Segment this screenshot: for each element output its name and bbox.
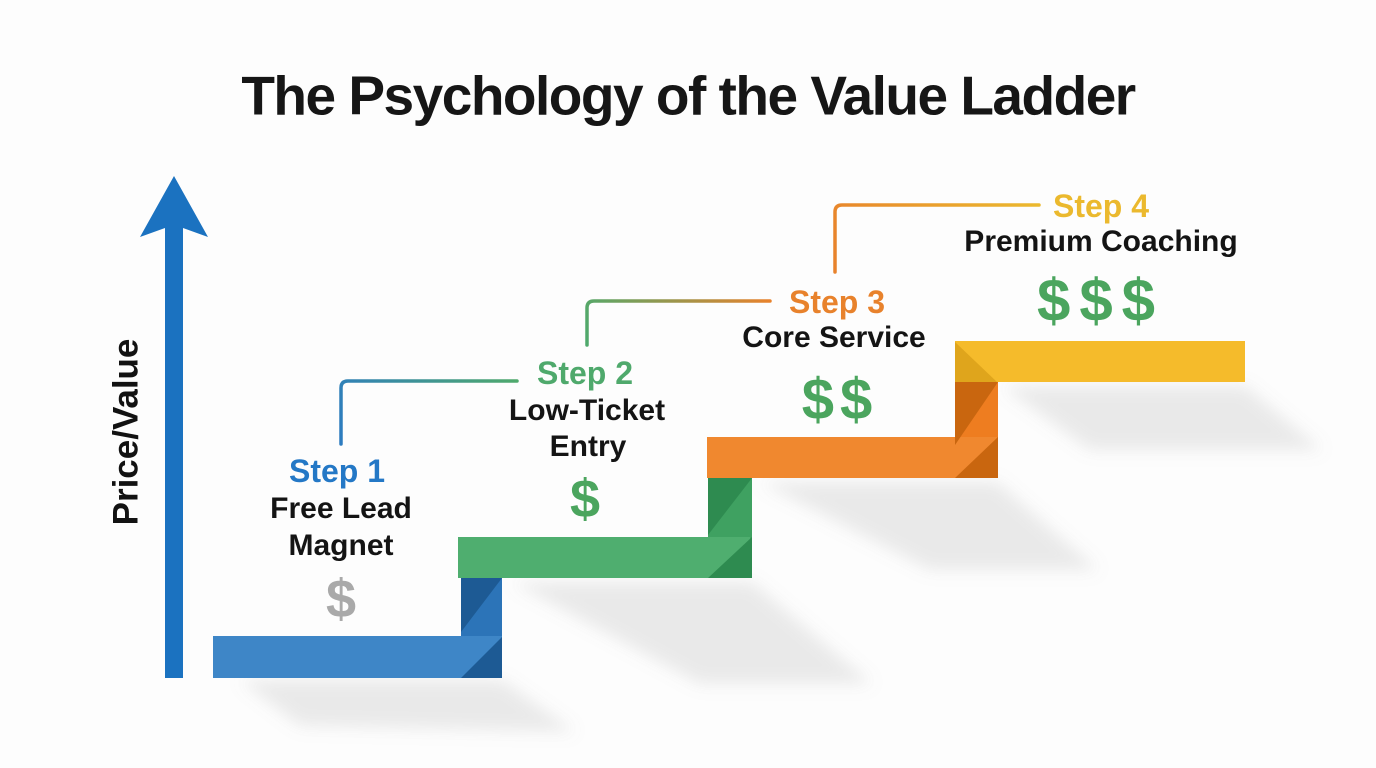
- step-1-top-fold: [461, 578, 502, 632]
- step-2-name-line-2: Entry: [549, 430, 627, 463]
- step-3-shadow: [760, 482, 1098, 570]
- step-3-price: $$: [801, 367, 879, 432]
- step-3-shape: [707, 382, 998, 478]
- step-4-shadow: [1002, 386, 1322, 450]
- price-value-arrow: [140, 176, 208, 678]
- step-4-left-fold: [955, 342, 997, 382]
- step-2-bottom-fold: [708, 537, 752, 578]
- step-3-label: Step 3: [788, 284, 886, 320]
- step-1-name-line-1: Free Lead: [270, 492, 412, 525]
- step-4-price: $$$: [1036, 267, 1165, 334]
- step-1-label: Step 1: [288, 453, 386, 489]
- step-1-name-line-2: Magnet: [288, 529, 394, 562]
- step-1-shape: [213, 578, 502, 678]
- step-4-label: Step 4: [1052, 188, 1150, 224]
- connector-step2-step3: [585, 299, 772, 347]
- page-title: The Psychology of the Value Ladder: [241, 64, 1136, 127]
- step-1-bottom-fold: [461, 637, 502, 678]
- step-1-shadow: [240, 680, 575, 732]
- step-2-top-fold: [708, 478, 752, 535]
- step-3-name-line-1: Core Service: [742, 321, 926, 354]
- step-3-bottom-fold: [955, 437, 998, 478]
- step-2-price: $: [569, 469, 601, 529]
- step-2-name-line-1: Low-Ticket: [508, 394, 666, 427]
- step-4-name-line-1: Premium Coaching: [964, 225, 1238, 258]
- step-4-tread: [955, 341, 1245, 382]
- step-1-price: $: [325, 569, 357, 629]
- step-4-shape: [955, 341, 1245, 382]
- step-3-top-fold: [955, 382, 998, 445]
- step-3-tread: [707, 437, 997, 478]
- step-2-shadow: [512, 582, 872, 684]
- axis-label: Price/Value: [106, 338, 146, 526]
- step-1-tread: [213, 636, 502, 678]
- step-2-label: Step 2: [536, 355, 634, 391]
- connector-step1-step2: [339, 379, 519, 446]
- connector-step3-step4: [833, 203, 1041, 274]
- step-2-tread: [458, 537, 750, 578]
- step-2-shape: [458, 478, 752, 578]
